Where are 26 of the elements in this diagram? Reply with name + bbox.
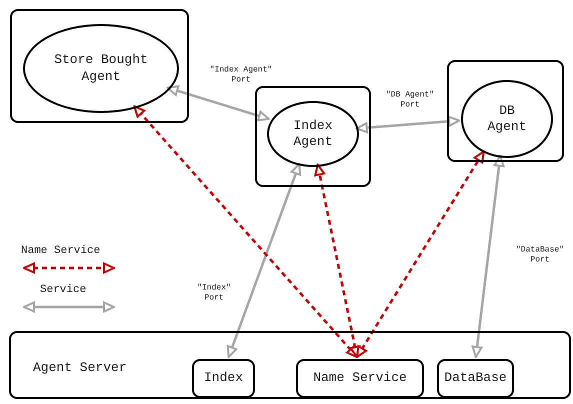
panel-title: Agent Server [33,360,127,376]
node-label: DataBase [444,370,507,387]
container-box [255,86,371,187]
agent-ellipse [461,80,553,158]
connector-arrow [226,162,302,358]
node-label: Name Service [313,370,407,387]
node-label: Index [204,370,243,387]
node-label: DB Agent [486,102,528,136]
server-panel [9,331,571,399]
connector-arrow [133,105,358,358]
legend-label: Name Service [21,245,100,257]
container-box [10,9,189,123]
node-label: Index Agent [292,118,334,150]
service-box [437,359,514,398]
container-box [447,60,564,162]
service-box [296,359,424,398]
connector-arrow [472,154,505,358]
node-label: Store Bought Agent [53,52,149,85]
agent-ellipse [267,101,359,167]
agent-ellipse [23,24,179,113]
connector-arrow [356,150,485,358]
connector-arrow [314,164,360,358]
connector-arrow [166,85,270,122]
connector-arrow [356,116,460,134]
legend-label: Service [40,284,86,296]
service-box [192,359,255,398]
